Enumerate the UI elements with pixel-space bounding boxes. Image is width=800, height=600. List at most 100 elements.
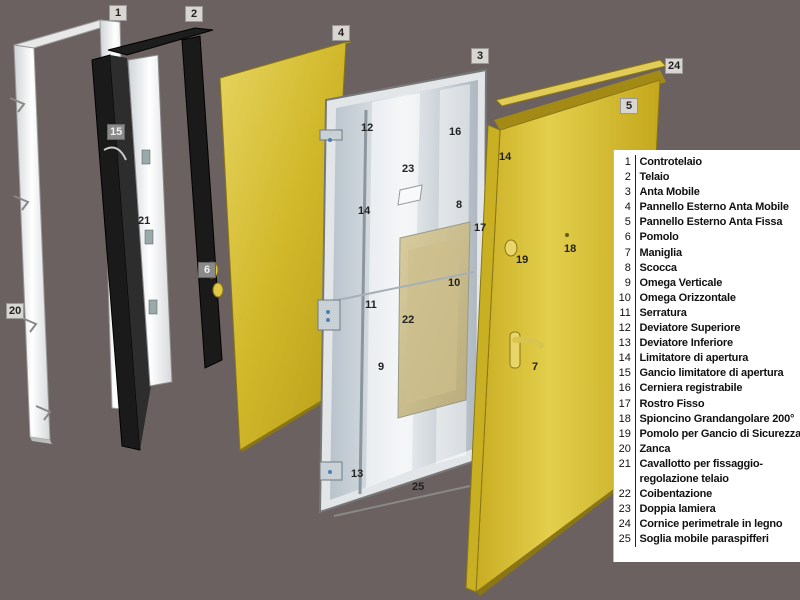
legend-divider: [634, 471, 636, 488]
legend-number: 23: [618, 503, 631, 516]
legend-row: 15 Gancio limitatore di apertura: [618, 366, 800, 382]
legend-row: 9 Omega Verticale: [618, 275, 800, 291]
legend-number: 1: [624, 156, 631, 168]
legend-label: Pomolo per Gancio di Sicurezza: [639, 427, 800, 440]
legend-number: 3: [624, 186, 631, 199]
telaio-frame: [91, 27, 223, 451]
legend-label: Pannello Esterno Anta Mobile: [639, 201, 789, 214]
legend-divider: [634, 260, 636, 276]
legend-label: Zanca: [639, 442, 671, 455]
legend-divider: [634, 321, 636, 337]
callout-20: 20: [6, 303, 25, 319]
legend-number: 20: [618, 442, 631, 455]
legend-number: 18: [618, 412, 631, 425]
callout-7: 7: [531, 361, 539, 373]
legend-number: 7: [624, 246, 631, 259]
legend-number: [618, 472, 635, 487]
legend-row: 3 Anta Mobile: [618, 185, 800, 201]
legend-divider: [634, 517, 636, 533]
anta-mobile-leaf: [317, 68, 488, 514]
legend-label: Anta Mobile: [639, 186, 700, 199]
legend-label: Maniglia: [639, 246, 683, 259]
legend-label: Controtelaio: [639, 156, 703, 168]
legend-number: 9: [624, 276, 631, 289]
legend-number: 24: [618, 518, 631, 531]
callout-10: 10: [448, 277, 461, 289]
callout-2: 2: [185, 6, 203, 22]
legend-number: 14: [618, 352, 631, 365]
legend-label: Doppia lamiera: [639, 503, 716, 516]
callout-18: 18: [564, 243, 577, 255]
legend-row: 11 Serratura: [618, 305, 800, 322]
legend-row: 22 Coibentazione: [618, 487, 800, 503]
legend-divider: [634, 155, 636, 171]
legend-label: Omega Orizzontale: [639, 291, 736, 304]
legend-label: Cavallotto per fissaggio-: [639, 457, 764, 470]
legend-divider: [634, 215, 636, 231]
legend-row: 23 Doppia lamiera: [618, 502, 800, 518]
callout-16: 16: [449, 126, 462, 138]
callout-12: 12: [361, 122, 374, 134]
callout-15: 15: [107, 124, 126, 140]
callout-23: 23: [402, 163, 415, 175]
legend-row: 1 Controtelaio: [618, 155, 800, 171]
legend-divider: [634, 366, 636, 382]
legend-divider: [634, 336, 636, 352]
legend-label: Soglia mobile paraspifferi: [639, 533, 769, 546]
legend-label: Serratura: [639, 306, 687, 319]
callout-1: 1: [109, 5, 127, 21]
legend-number: 11: [619, 306, 631, 319]
legend-label: Deviatore Superiore: [639, 322, 741, 335]
callout-3: 3: [471, 48, 489, 64]
legend-label: Pomolo: [639, 231, 679, 244]
legend-label: Gancio limitatore di apertura: [639, 367, 784, 380]
legend-divider: [634, 426, 636, 442]
legend-number: 12: [618, 322, 631, 335]
legend-divider: [634, 456, 636, 472]
pannello-esterno-anta-mobile: [219, 41, 352, 452]
maniglia-handle: [509, 331, 544, 369]
callout-4: 4: [332, 25, 350, 41]
callout-17: 17: [474, 222, 487, 234]
legend-label: Rostro Fisso: [639, 397, 705, 410]
legend-label: Omega Verticale: [639, 276, 723, 289]
legend-row: 7 Maniglia: [618, 245, 800, 261]
legend-label: Cerniera registrabile: [639, 382, 743, 395]
legend-divider: [634, 532, 636, 548]
callout-11: 11: [365, 299, 377, 311]
legend-number: 6: [624, 231, 631, 244]
legend-number: 25: [618, 533, 631, 546]
legend-divider: [634, 411, 636, 427]
legend-divider: [634, 305, 636, 322]
legend-divider: [634, 502, 636, 518]
callout-14-a: 14: [358, 205, 371, 217]
callout-21: 21: [138, 215, 151, 227]
callout-13: 13: [351, 468, 364, 480]
callout-5: 5: [620, 98, 638, 114]
legend-label: Coibentazione: [639, 488, 713, 501]
legend-number: 21: [618, 457, 631, 470]
legend-number: 13: [618, 337, 631, 350]
legend-divider: [634, 290, 636, 306]
legend-number: 22: [618, 488, 631, 501]
legend-row: regolazione telaio: [618, 471, 800, 488]
legend-number: 15: [618, 367, 631, 380]
legend-label: Cornice perimetrale in legno: [639, 518, 783, 531]
legend-number: 5: [624, 216, 631, 229]
legend-divider: [634, 230, 636, 246]
legend-row: 20 Zanca: [618, 441, 800, 457]
legend-label: Scocca: [639, 261, 678, 274]
legend-divider: [634, 441, 636, 457]
callout-19: 19: [516, 254, 529, 266]
